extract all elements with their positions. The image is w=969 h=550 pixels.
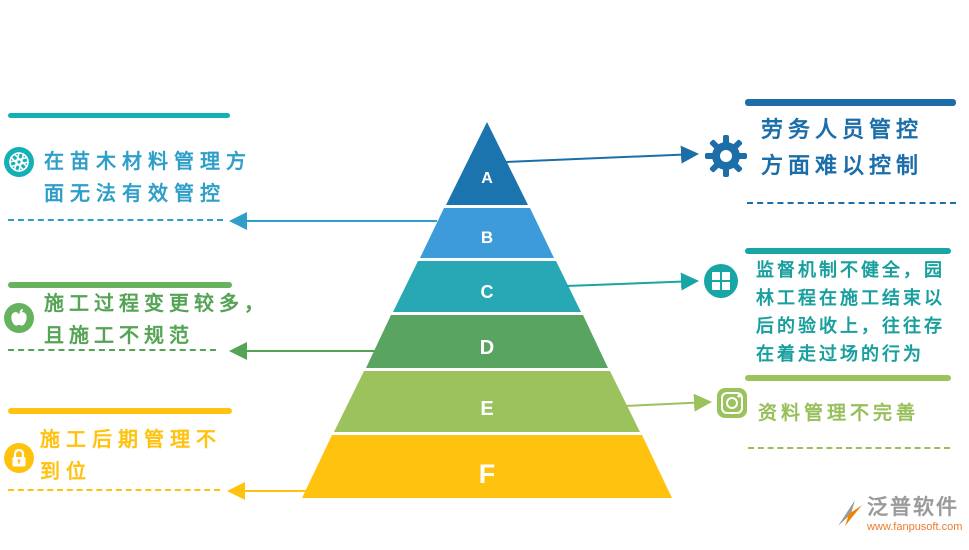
- pyramid-level-a: [446, 122, 528, 205]
- right-callout-1-underline: [747, 202, 956, 204]
- callout-text-line: 林工程在施工结束以: [756, 288, 945, 308]
- pyramid-level-f: [302, 435, 672, 498]
- pyramid-level-c-label: C: [481, 282, 494, 302]
- right-callout-2-bar: [745, 248, 951, 254]
- brand-website: www.fanpusoft.com: [867, 521, 963, 533]
- right-callout-1-bar: [745, 99, 956, 106]
- fanpu-logo-icon: [838, 500, 862, 526]
- callout-text-line: 后的验收上，往往存: [756, 316, 945, 336]
- left-callout-3-text: 施工后期管理不 到位: [40, 424, 222, 488]
- right-callout-1-text: 劳务人员管控 方面难以控制: [761, 112, 923, 184]
- camera-icon: [717, 388, 747, 418]
- apple-icon: [4, 303, 34, 333]
- pyramid-level-a-label: A: [481, 170, 493, 187]
- left-callout-2-bar: [8, 282, 232, 288]
- callout-text-line: 施工后期管理不: [40, 429, 222, 451]
- callout-text-line: 到位: [40, 461, 92, 483]
- left-callout-3-bar: [8, 408, 232, 414]
- callout-text-line: 在苗木材料管理方: [44, 151, 252, 173]
- callout-text-line: 面无法有效管控: [44, 183, 226, 205]
- aperture-icon: [4, 147, 34, 177]
- left-callout-2-text: 施工过程变更较多， 且施工不规范: [44, 288, 269, 352]
- left-callout-1-text: 在苗木材料管理方 面无法有效管控: [44, 146, 252, 210]
- brand-logo: 泛普软件 www.fanpusoft.com: [836, 496, 962, 533]
- callout-text-line: 方面难以控制: [761, 153, 924, 178]
- callout-text-line: 劳务人员管控: [761, 117, 924, 142]
- connector-right-2: [565, 272, 699, 291]
- brand-text-block: 泛普软件 www.fanpusoft.com: [867, 496, 962, 533]
- left-callout-1-bar: [8, 113, 230, 118]
- gear-icon: [705, 135, 747, 177]
- left-callout-3-underline: [8, 489, 220, 491]
- brand-name: 泛普软件: [867, 496, 959, 519]
- right-callout-3-text: 资料管理不完善: [758, 399, 919, 429]
- pyramid-level-d-label: D: [480, 337, 494, 359]
- pyramid-level-c: [393, 261, 581, 312]
- pyramid-level-d: [366, 315, 608, 368]
- callout-text-line: 施工过程变更较多，: [44, 293, 269, 315]
- callout-text-line: 监督机制不健全，园: [756, 260, 945, 280]
- left-callout-1-underline: [8, 219, 223, 221]
- pyramid-level-b-label: B: [481, 228, 493, 247]
- right-callout-2-text: 监督机制不健全，园 林工程在施工结束以 后的验收上，往往存 在着走过场的行为: [756, 256, 945, 368]
- right-callout-3-bar: [745, 375, 951, 381]
- connector-right-3: [623, 393, 712, 412]
- right-callout-3-underline: [748, 447, 950, 449]
- pyramid-level-e-label: E: [480, 398, 493, 420]
- pyramid-level-e: [334, 371, 640, 432]
- windows-icon: [704, 264, 738, 298]
- left-callout-2-underline: [8, 349, 216, 351]
- lock-icon: [4, 443, 34, 473]
- callout-text-line: 资料管理不完善: [758, 403, 920, 424]
- callout-text-line: 且施工不规范: [44, 325, 194, 347]
- callout-text-line: 在着走过场的行为: [756, 344, 924, 364]
- pyramid-level-f-label: F: [479, 459, 496, 489]
- connector-right-1: [505, 145, 699, 164]
- pyramid-level-b: [420, 208, 554, 258]
